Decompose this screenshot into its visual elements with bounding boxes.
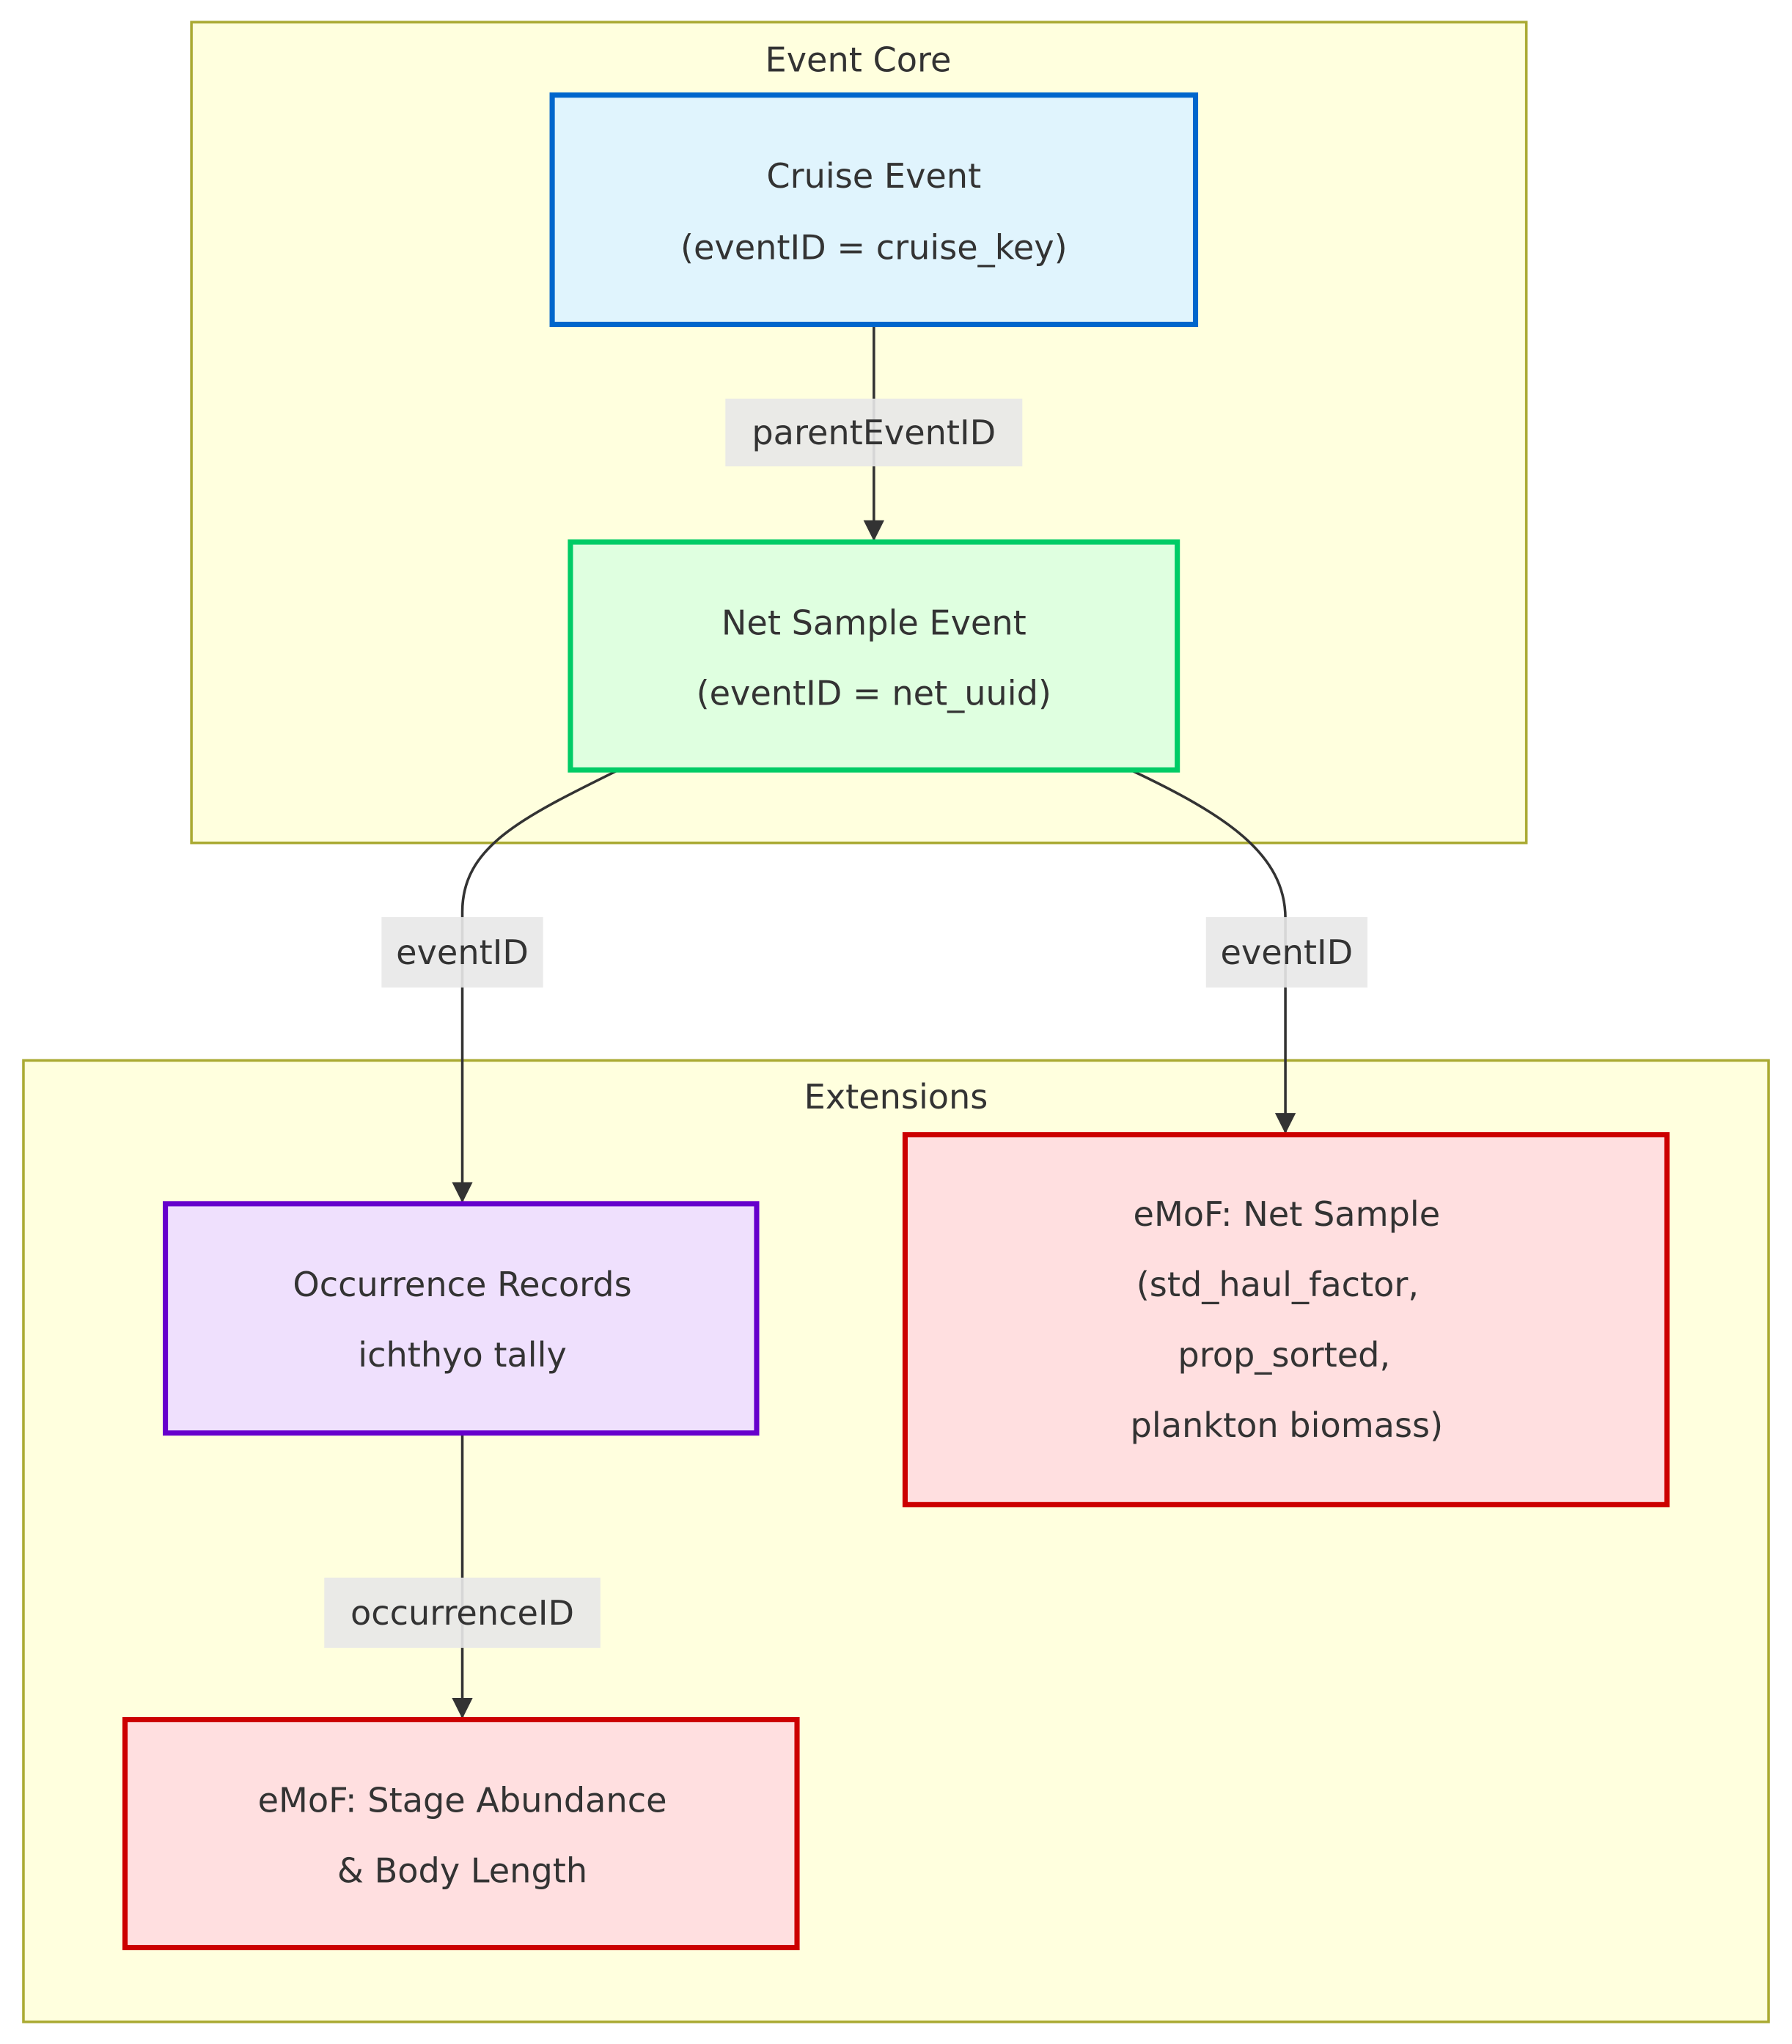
node-net-sample-event[interactable]: Net Sample Event (eventID = net_uuid) [568,539,1180,773]
node-box [549,92,1199,328]
cluster-extensions-label: Extensions [804,1077,988,1117]
edge-line [452,768,620,1203]
edge-label: eventID [396,933,529,972]
edge-label-bg [324,1577,601,1648]
node-occurrence-records[interactable]: Occurrence Records ichthyo tally [163,1201,760,1436]
node-label-line: (eventID = cruise_key) [680,228,1068,268]
node-cruise-event[interactable]: Cruise Event (eventID = cruise_key) [549,92,1199,328]
node-label-line: plankton biomass) [1131,1405,1444,1445]
node-label-line: Net Sample Event [721,603,1027,642]
node-box [122,1716,800,1951]
edge-occurrence-to-emof-stage: occurrenceID [324,1433,601,1719]
edge-cruise-to-net: parentEventID [725,324,1023,542]
node-label-line: eMoF: Net Sample [1134,1194,1441,1234]
node-label-line: prop_sorted, [1178,1335,1390,1375]
edge-net-to-occurrence: eventID [381,768,620,1203]
edge-label-bg [381,916,543,988]
edge-label-bg [725,398,1023,467]
node-box [902,1132,1670,1507]
edge-net-to-emof-net: eventID [1129,768,1367,1134]
node-box [163,1201,760,1436]
edge-label: eventID [1220,933,1353,972]
node-label-line: Occurrence Records [293,1265,631,1304]
node-emof-net-sample[interactable]: eMoF: Net Sample (std_haul_factor, prop_… [902,1132,1670,1507]
node-label-line: (eventID = net_uuid) [697,673,1051,713]
node-label-line: eMoF: Stage Abundance [258,1781,667,1820]
node-label-line: (std_haul_factor, [1136,1265,1419,1304]
node-emof-stage-abundance[interactable]: eMoF: Stage Abundance & Body Length [122,1716,800,1951]
edge-line [1129,768,1296,1134]
node-box [568,539,1180,773]
edge-label: occurrenceID [350,1593,574,1633]
node-label-line: ichthyo tally [358,1335,567,1375]
cluster-event-core-label: Event Core [765,40,952,80]
edge-label: parentEventID [752,413,996,452]
edge-label-bg [1205,916,1367,988]
node-label-line: & Body Length [337,1851,587,1891]
node-label-line: Cruise Event [766,156,981,196]
